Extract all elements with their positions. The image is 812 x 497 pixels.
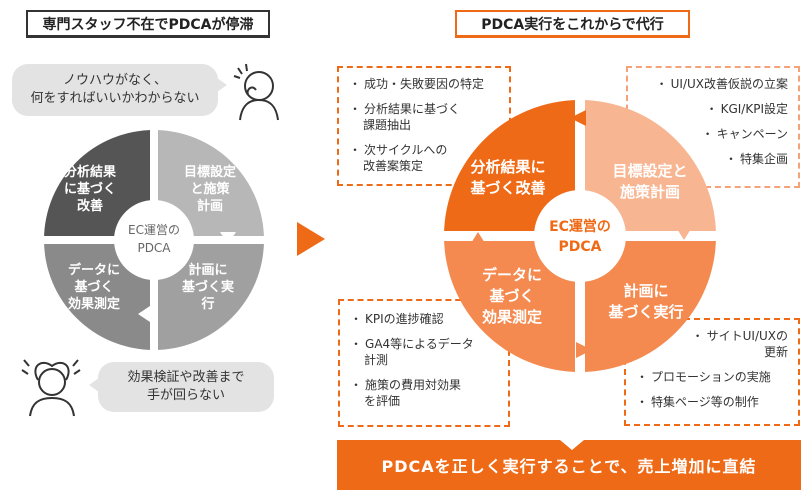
broken-arrow-icon: [220, 232, 236, 244]
broken-arrow-icon: [138, 306, 150, 322]
list-item: ・分析結果に基づく課題抽出: [349, 102, 461, 132]
center-label-line1: EC運営の: [549, 218, 611, 235]
bubble-line: 手が回らない: [146, 388, 225, 403]
quadrant-do-line3: 行: [200, 296, 214, 312]
cycle-arrow-icon: [570, 110, 586, 126]
quadrant-check-line1: データに: [482, 266, 542, 284]
list-item: ・成功・失敗要因の特定: [349, 77, 485, 91]
quadrant-check-line3: 効果測定: [68, 296, 120, 312]
cycle-arrow-icon: [468, 232, 488, 248]
right-panel-title: PDCA実行をこれからで代行: [455, 10, 690, 38]
center-label-line2: PDCA: [137, 241, 171, 255]
note-plan-tasks: ・UI/UX改善仮説の立案 ・KGI/KPI設定 ・キャンペーン ・特集企画: [626, 66, 800, 188]
list-item: ・UI/UX改善仮説の立案: [655, 77, 788, 91]
list-item: ・特集企画: [724, 152, 788, 166]
quadrant-check-line3: 効果測定: [482, 308, 542, 326]
center-circle: [114, 200, 194, 280]
quadrant-do-line2: 基づく実: [181, 279, 234, 295]
center-label-line2: PDCA: [559, 239, 602, 255]
quadrant-do-line2: 基づく実行: [607, 303, 683, 321]
left-pdca-cycle: EC運営の PDCA 分析結果 に基づく 改善 目標設定 と施策 計画 データに…: [44, 130, 264, 350]
quadrant-act-line1: 分析結果に: [470, 158, 545, 176]
quadrant-check-line2: 基づく: [488, 287, 534, 305]
list-item: ・KPIの進捗確認: [350, 312, 444, 326]
list-item: ・サイトUI/UXの更新: [691, 329, 788, 359]
bubble-tail: [89, 378, 99, 392]
left-panel-title: 専門スタッフ不在でPDCAが停滞: [26, 10, 270, 38]
list-item: ・KGI/KPI設定: [705, 102, 788, 116]
bubble-line: 効果検証や改善まで: [127, 370, 245, 385]
list-item: ・特集ページ等の制作: [636, 395, 759, 409]
quadrant-check-line1: データに: [68, 262, 120, 278]
quadrant-act-line2: に基づく: [64, 181, 116, 197]
right-pdca-cycle: EC運営の PDCA 分析結果に 基づく改善 目標設定と 施策計画 データに 基…: [444, 100, 716, 372]
stressed-person-icon: [21, 359, 81, 417]
quadrant-plan-line1: 目標設定と: [612, 162, 687, 180]
list-item: ・キャンペーン: [701, 127, 788, 141]
list-item: ・プロモーションの実施: [636, 370, 771, 384]
quadrant-plan-line3: 計画: [197, 198, 223, 214]
bubble-tail: [217, 78, 227, 92]
quadrant-act-line3: 改善: [77, 198, 103, 214]
quadrant-do-line1: 計画に: [623, 282, 668, 300]
list-item: ・次サイクルへの改善案策定: [349, 143, 448, 173]
banner-notch: [560, 440, 584, 450]
quadrant-plan-line1: 目標設定: [184, 164, 236, 180]
list-item: ・施策の費用対効果を評価: [350, 378, 462, 408]
cycle-arrow-icon: [576, 342, 592, 358]
quadrant-plan-line2: 施策計画: [620, 183, 680, 201]
worried-person-icon: [233, 63, 279, 121]
quadrant-do-line1: 計画に: [188, 262, 227, 278]
speech-bubble-no-knowhow: ノウハウがなく、 何をすればいいかわからない: [12, 64, 227, 116]
quadrant-act-line2: 基づく改善: [469, 179, 545, 197]
speech-bubble-no-time: 効果検証や改善まで 手が回らない: [89, 362, 274, 412]
quadrant-plan-line2: と施策: [190, 181, 230, 197]
bubble-line: ノウハウがなく、: [62, 73, 167, 88]
transition-arrow-icon: [297, 222, 325, 256]
center-circle: [534, 190, 626, 282]
bubble-line: 何をすればいいかわからない: [30, 91, 200, 106]
cycle-arrow-icon: [674, 224, 694, 240]
center-label-line1: EC運営の: [128, 223, 180, 237]
quadrant-act-line1: 分析結果: [64, 164, 116, 180]
list-item: ・GA4等によるデータ計測: [350, 337, 474, 367]
quadrant-check-line2: 基づく: [73, 279, 113, 295]
